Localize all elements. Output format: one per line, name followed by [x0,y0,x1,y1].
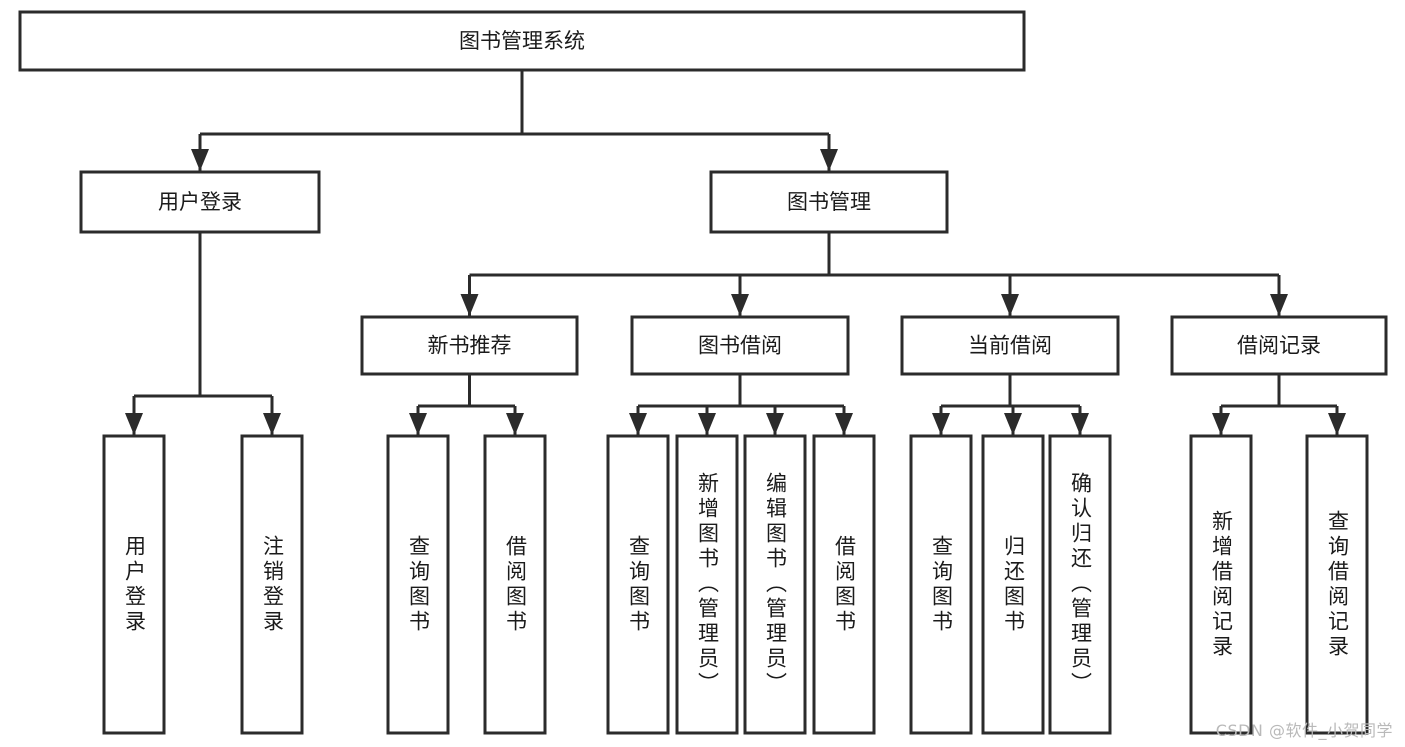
csdn-watermark: CSDN @软件_小贺同学 [1215,721,1393,740]
arrow-head-icon [1328,413,1346,435]
node-box-leaf-query-book-cur[interactable] [909,434,973,735]
node-label-user-login: 用户登录 [158,190,242,214]
arrow-head-icon [1004,413,1022,435]
arrow-head-icon [191,149,209,171]
arrow-head-icon [1212,413,1230,435]
arrow-head-icon [629,413,647,435]
node-box-current-borrow[interactable] [900,315,1120,376]
node-label-book-manage: 图书管理 [787,190,871,214]
arrow-head-icon [409,413,427,435]
node-label-borrow-record: 借阅记录 [1237,334,1321,358]
node-box-leaf-query-record[interactable] [1305,434,1369,735]
arrow-head-icon [1001,294,1019,316]
node-label-current-borrow: 当前借阅 [968,334,1052,358]
arrow-head-icon [1071,413,1089,435]
arrow-head-icon [125,413,143,435]
node-box-leaf-borrow-book[interactable] [812,434,876,735]
arrow-head-icon [698,413,716,435]
node-label-book-borrow: 图书借阅 [698,334,782,358]
box-layer [18,10,1388,735]
node-box-leaf-edit-book[interactable] [743,434,807,735]
arrow-head-icon [835,413,853,435]
node-box-root[interactable] [18,10,1026,72]
node-box-leaf-user-login[interactable] [102,434,166,735]
arrow-head-icon [932,413,950,435]
node-box-leaf-add-record[interactable] [1189,434,1253,735]
arrow-head-icon [820,149,838,171]
arrow-head-icon [460,294,479,316]
arrow-head-icon [1270,294,1288,316]
node-box-book-manage[interactable] [709,170,949,234]
node-box-user-login[interactable] [79,170,321,234]
arrow-head-icon [731,294,749,316]
arrow-head-icon [263,413,281,435]
node-box-leaf-user-logout[interactable] [240,434,304,735]
node-box-borrow-record[interactable] [1170,315,1388,376]
node-box-leaf-query-book-borrow[interactable] [606,434,670,735]
node-box-leaf-add-book[interactable] [675,434,739,735]
node-label-root: 图书管理系统 [459,29,585,53]
arrow-head-icon [506,413,524,435]
node-box-leaf-confirm-return[interactable] [1048,434,1112,735]
node-box-book-borrow[interactable] [630,315,850,376]
connector-layer [125,70,1346,435]
node-label-new-book-rec: 新书推荐 [428,334,512,358]
node-box-leaf-borrow-book-rec[interactable] [483,434,547,735]
node-box-new-book-rec[interactable] [360,315,579,376]
arrow-head-icon [766,413,784,435]
node-box-leaf-query-book-rec[interactable] [386,434,450,735]
node-box-leaf-return-book[interactable] [981,434,1045,735]
